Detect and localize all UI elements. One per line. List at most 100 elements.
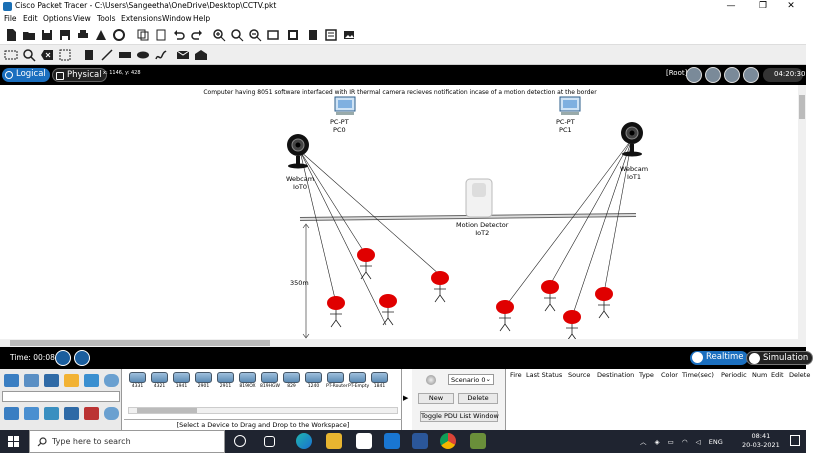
redo-icon[interactable] — [190, 28, 204, 42]
device-2911[interactable]: 2911 — [216, 372, 235, 392]
save-icon[interactable] — [40, 28, 54, 42]
delete-scenario-button[interactable]: Delete — [458, 393, 498, 404]
wan-emulation-icon[interactable] — [104, 407, 119, 420]
zoom-reset-icon[interactable] — [230, 28, 244, 42]
motion-detector-icon[interactable] — [465, 178, 493, 218]
intruder-figure[interactable] — [379, 294, 397, 326]
routers-icon[interactable] — [4, 407, 19, 420]
inspect-icon[interactable] — [22, 48, 36, 62]
intruder-figure[interactable] — [431, 271, 449, 303]
horizontal-scroll-thumb[interactable] — [10, 340, 270, 346]
device-819iox[interactable]: 819IOX — [238, 372, 257, 392]
menu-window[interactable]: Window — [162, 14, 192, 23]
network-icon[interactable]: ◈ — [654, 438, 660, 446]
task-view-icon[interactable] — [264, 436, 275, 447]
resize-shape-icon[interactable] — [58, 48, 72, 62]
copy-icon[interactable] — [136, 28, 150, 42]
device-1240[interactable]: 1240 — [304, 372, 323, 392]
freeform-icon[interactable] — [154, 48, 168, 62]
add-complex-pdu-icon[interactable] — [194, 48, 208, 62]
packet-tracer-taskbar-icon[interactable] — [470, 433, 486, 449]
simulation-mode-button[interactable]: Simulation — [746, 351, 813, 365]
device-4321[interactable]: 4321 — [150, 372, 169, 392]
scenario-info-icon[interactable] — [426, 375, 436, 385]
navigation-panel-icon[interactable] — [724, 67, 740, 83]
device-pt-empty[interactable]: PT-Empty — [348, 372, 369, 392]
cluster-icon[interactable] — [705, 67, 721, 83]
device-scroll-thumb[interactable] — [137, 408, 197, 413]
edge-browser-icon[interactable] — [296, 433, 312, 449]
menu-edit[interactable]: Edit — [23, 14, 38, 23]
windows-start-icon[interactable] — [8, 436, 19, 447]
drawing-palette-icon[interactable] — [266, 28, 280, 42]
custom-device-dialog-icon[interactable] — [286, 28, 300, 42]
volume-icon[interactable]: ◁ — [695, 438, 701, 446]
power-cycle-icon[interactable] — [55, 350, 71, 366]
network-information-icon[interactable] — [112, 28, 126, 42]
device-list-scrollbar[interactable] — [128, 407, 398, 414]
device-pt-router[interactable]: PT-Router — [326, 372, 348, 392]
tab-physical[interactable]: Physical — [52, 68, 107, 82]
pc1-icon[interactable] — [559, 96, 581, 115]
zoom-in-icon[interactable] — [212, 28, 226, 42]
input-language[interactable]: ENG — [708, 438, 723, 446]
microsoft-store-icon[interactable] — [356, 433, 372, 449]
wifi-icon[interactable]: ◠ — [681, 438, 688, 446]
select-tool-icon[interactable] — [4, 48, 18, 62]
delete-tool-icon[interactable] — [40, 48, 54, 62]
taskbar-search[interactable]: Type here to search — [29, 430, 225, 453]
miscellaneous-icon[interactable] — [84, 374, 99, 387]
mail-icon[interactable] — [384, 433, 400, 449]
place-note-icon[interactable] — [82, 48, 96, 62]
device-829[interactable]: 829 — [282, 372, 301, 392]
menu-options[interactable]: Options — [43, 14, 72, 23]
device-2901[interactable]: 2901 — [194, 372, 213, 392]
minimize-button[interactable]: — — [726, 1, 736, 11]
image-icon[interactable] — [342, 28, 356, 42]
viewport-icon[interactable] — [743, 67, 759, 83]
word-icon[interactable] — [412, 433, 428, 449]
workspace-note[interactable]: Computer having 8051 software interfaced… — [203, 89, 597, 96]
workspace-horizontal-scrollbar[interactable] — [0, 339, 806, 347]
network-devices-icon[interactable] — [4, 374, 19, 387]
intruder-figure[interactable] — [541, 280, 559, 312]
chrome-icon[interactable] — [440, 433, 456, 449]
multiuser-icon[interactable] — [104, 374, 119, 387]
new-scenario-button[interactable]: New — [418, 393, 454, 404]
paste-icon[interactable] — [154, 28, 168, 42]
taskbar-clock[interactable]: 08:41 20-03-2021 — [742, 432, 780, 450]
menu-view[interactable]: View — [73, 14, 91, 23]
scenario-select[interactable]: Scenario 0⌄ — [448, 374, 494, 385]
print-icon[interactable] — [76, 28, 90, 42]
draw-rectangle-icon[interactable] — [118, 48, 132, 62]
connections-icon[interactable] — [64, 374, 79, 387]
intruder-figure[interactable] — [563, 310, 581, 342]
device-1941[interactable]: 1941 — [172, 372, 191, 392]
tray-chevron-up-icon[interactable]: ︿ — [640, 438, 647, 446]
zoom-out-icon[interactable] — [248, 28, 262, 42]
tab-logical[interactable]: Logical — [2, 68, 50, 82]
wireless-devices-icon[interactable] — [64, 407, 79, 420]
menu-file[interactable]: File — [4, 14, 17, 23]
toggle-pdu-list-button[interactable]: Toggle PDU List Window — [420, 411, 499, 422]
device-1841[interactable]: 1841 — [370, 372, 389, 392]
notes-icon[interactable] — [324, 28, 338, 42]
root-breadcrumb[interactable]: [Root] — [666, 69, 688, 77]
file-explorer-icon[interactable] — [326, 433, 342, 449]
pc0-icon[interactable] — [334, 96, 356, 115]
new-file-icon[interactable] — [4, 28, 18, 42]
panel-expand-arrow-icon[interactable]: ▶ — [403, 394, 409, 402]
intruder-figure[interactable] — [357, 248, 375, 280]
battery-icon[interactable]: ▭ — [667, 438, 674, 446]
logical-workspace[interactable]: Computer having 8051 software interfaced… — [0, 85, 798, 342]
end-devices-icon[interactable] — [24, 374, 39, 387]
device-819hgw[interactable]: 819HGW — [260, 372, 280, 392]
device-template-icon[interactable] — [306, 28, 320, 42]
intruder-figure[interactable] — [496, 300, 514, 332]
add-simple-pdu-icon[interactable] — [176, 48, 190, 62]
device-4331[interactable]: 4331 — [128, 372, 147, 392]
